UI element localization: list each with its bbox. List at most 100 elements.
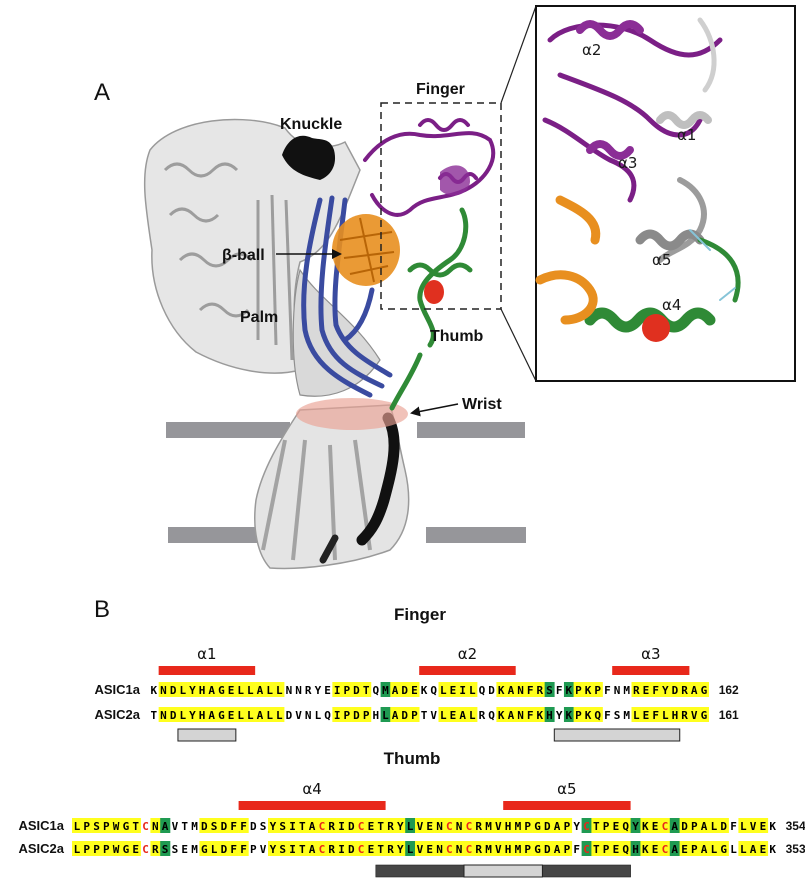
residue: D: [353, 684, 360, 697]
residue-highlight: [336, 841, 347, 856]
residue-highlight: [317, 818, 328, 833]
residue-highlight: [709, 841, 720, 856]
residue: T: [181, 820, 188, 833]
residue: A: [208, 684, 215, 697]
residue-highlight: [438, 707, 449, 722]
residue-highlight: [199, 818, 210, 833]
residue: Y: [573, 820, 580, 833]
residue-highlight: [326, 841, 337, 856]
residue-highlight: [620, 841, 631, 856]
inset-label-alpha1: α1: [677, 126, 696, 144]
residue: N: [517, 709, 524, 722]
residue-highlight: [699, 682, 709, 697]
residue: F: [240, 843, 247, 856]
residue: M: [191, 843, 198, 856]
residue: S: [614, 709, 621, 722]
residue-highlight: [356, 841, 367, 856]
residue-highlight: [409, 707, 420, 722]
residue: N: [436, 843, 443, 856]
residue-highlight: [216, 707, 227, 722]
residue-highlight: [583, 682, 594, 697]
residue-highlight: [81, 818, 92, 833]
residue-highlight: [650, 818, 661, 833]
residue-highlight: [515, 682, 526, 697]
residue-highlight: [601, 818, 612, 833]
residue-highlight: [669, 841, 680, 856]
residue: L: [237, 684, 244, 697]
residue-highlight: [544, 682, 555, 697]
residue: N: [160, 709, 167, 722]
residue: G: [201, 843, 208, 856]
residue-highlight: [631, 707, 642, 722]
residue: M: [485, 820, 492, 833]
zoom-connector-bottom: [500, 308, 537, 382]
residue-highlight: [699, 707, 709, 722]
residue-highlight: [209, 841, 220, 856]
residue: L: [407, 820, 414, 833]
residue: A: [701, 820, 708, 833]
residue-highlight: [525, 707, 536, 722]
residue: F: [240, 820, 247, 833]
residue: T: [421, 709, 428, 722]
residue: S: [172, 843, 179, 856]
residue: M: [191, 820, 198, 833]
residue-highlight: [660, 818, 671, 833]
residue-highlight: [641, 707, 652, 722]
residue: H: [632, 843, 639, 856]
residue: S: [93, 820, 100, 833]
residue: V: [172, 820, 179, 833]
residue-highlight: [366, 818, 377, 833]
zoom-connector-top: [500, 5, 537, 104]
membrane-bar-upper-right: [417, 422, 525, 438]
residue-highlight: [631, 682, 642, 697]
residue: Y: [270, 843, 277, 856]
panel-a: A: [94, 5, 796, 570]
residue-highlight: [699, 818, 710, 833]
residue: C: [319, 820, 326, 833]
residue: K: [151, 684, 158, 697]
residue: H: [546, 709, 553, 722]
finger-helix-label-2: α2: [458, 645, 477, 663]
residue-highlight: [522, 841, 533, 856]
residue-highlight: [434, 818, 445, 833]
residue: M: [515, 820, 522, 833]
residue: P: [594, 684, 601, 697]
residue-highlight: [332, 707, 343, 722]
residue-highlight: [81, 841, 92, 856]
residue: W: [113, 843, 120, 856]
residue: D: [348, 820, 355, 833]
residue-highlight: [277, 841, 288, 856]
residue: N: [286, 684, 293, 697]
residue: L: [662, 709, 669, 722]
finger-alignment-title: Finger: [394, 605, 446, 624]
residue-highlight: [457, 707, 468, 722]
residue-highlight: [409, 682, 420, 697]
residue: D: [250, 820, 257, 833]
finger-row-number-2: 161: [719, 708, 739, 722]
residue: N: [517, 684, 524, 697]
residue: C: [466, 820, 473, 833]
protein-structure: [143, 118, 496, 570]
residue: Y: [556, 709, 563, 722]
residue-highlight: [307, 841, 318, 856]
residue: L: [276, 684, 283, 697]
residue: G: [123, 820, 130, 833]
residue: F: [652, 684, 659, 697]
residue: S: [162, 843, 169, 856]
residue: L: [266, 684, 273, 697]
residue: P: [344, 684, 351, 697]
residue: E: [228, 684, 235, 697]
residue: L: [237, 709, 244, 722]
residue-highlight: [718, 841, 729, 856]
residue: M: [623, 709, 630, 722]
residue-highlight: [297, 841, 308, 856]
residue-highlight: [111, 818, 122, 833]
residue-highlight: [467, 682, 478, 697]
residue: D: [170, 684, 177, 697]
residue: F: [604, 684, 611, 697]
residue-highlight: [274, 707, 285, 722]
residue-highlight: [689, 841, 700, 856]
residue: V: [295, 709, 302, 722]
residue-highlight: [444, 818, 455, 833]
residue-highlight: [454, 841, 465, 856]
